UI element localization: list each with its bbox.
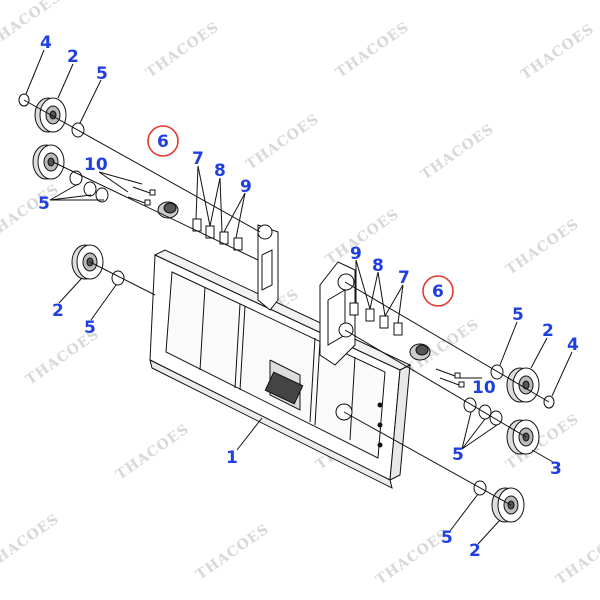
watermark: THACOES: [143, 19, 222, 81]
watermark: THACOES: [418, 121, 497, 183]
watermark: THACOES: [553, 526, 600, 588]
callout-1: 1: [226, 448, 238, 468]
callout-6: 6: [432, 282, 444, 302]
roller-bearing: [34, 97, 67, 133]
callout-labels: 4 2 5 6 10 7 8 9 5 2 5 9 8 7 6 5 2 4 10 …: [38, 33, 579, 561]
leader-lines: [25, 49, 573, 545]
watermark: THACOES: [243, 111, 322, 173]
callout-2: 2: [67, 47, 79, 67]
callout-5: 5: [84, 318, 96, 338]
callout-4: 4: [567, 335, 579, 355]
callout-10: 10: [472, 378, 496, 398]
callout-5: 5: [452, 445, 464, 465]
watermark: THACOES: [0, 181, 62, 243]
highlight-ring: [147, 125, 179, 157]
watermark: THACOES: [323, 206, 402, 268]
watermark: THACOES: [518, 21, 597, 83]
callout-9: 9: [350, 244, 362, 264]
cam-spacer: [157, 201, 179, 219]
callout-5: 5: [38, 194, 50, 214]
watermark: THACOES: [333, 19, 412, 81]
callout-7: 7: [192, 149, 204, 169]
callout-4: 4: [40, 33, 52, 53]
callout-8: 8: [372, 256, 384, 276]
callout-2: 2: [52, 301, 64, 321]
callout-5: 5: [512, 305, 524, 325]
watermark: THACOES: [113, 421, 192, 483]
roller-bearing: [71, 244, 104, 280]
highlight-ring: [422, 275, 454, 307]
assembly-axis-lines: [23, 99, 550, 506]
cam-spacer: [409, 343, 431, 361]
roller-bearing: [32, 144, 65, 180]
callout-5: 5: [441, 528, 453, 548]
callout-6: 6: [157, 132, 169, 152]
roller-bearing: [506, 367, 540, 403]
callout-7: 7: [398, 268, 410, 288]
watermark: THACOES: [503, 216, 582, 278]
callout-2: 2: [542, 321, 554, 341]
watermark: THACOES: [193, 521, 272, 583]
callout-9: 9: [240, 177, 252, 197]
watermark: THACOES: [0, 511, 62, 573]
callout-10: 10: [84, 155, 108, 175]
carriage-frame: [149, 224, 412, 489]
callout-2: 2: [469, 541, 481, 561]
callout-3: 3: [550, 459, 562, 479]
callout-5: 5: [96, 64, 108, 84]
roller-bearing: [506, 419, 540, 455]
snap-rings: [18, 93, 555, 496]
bolts: [127, 186, 465, 388]
watermark: THACOES: [0, 0, 64, 51]
callout-8: 8: [214, 161, 226, 181]
roller-bearing: [491, 487, 525, 523]
